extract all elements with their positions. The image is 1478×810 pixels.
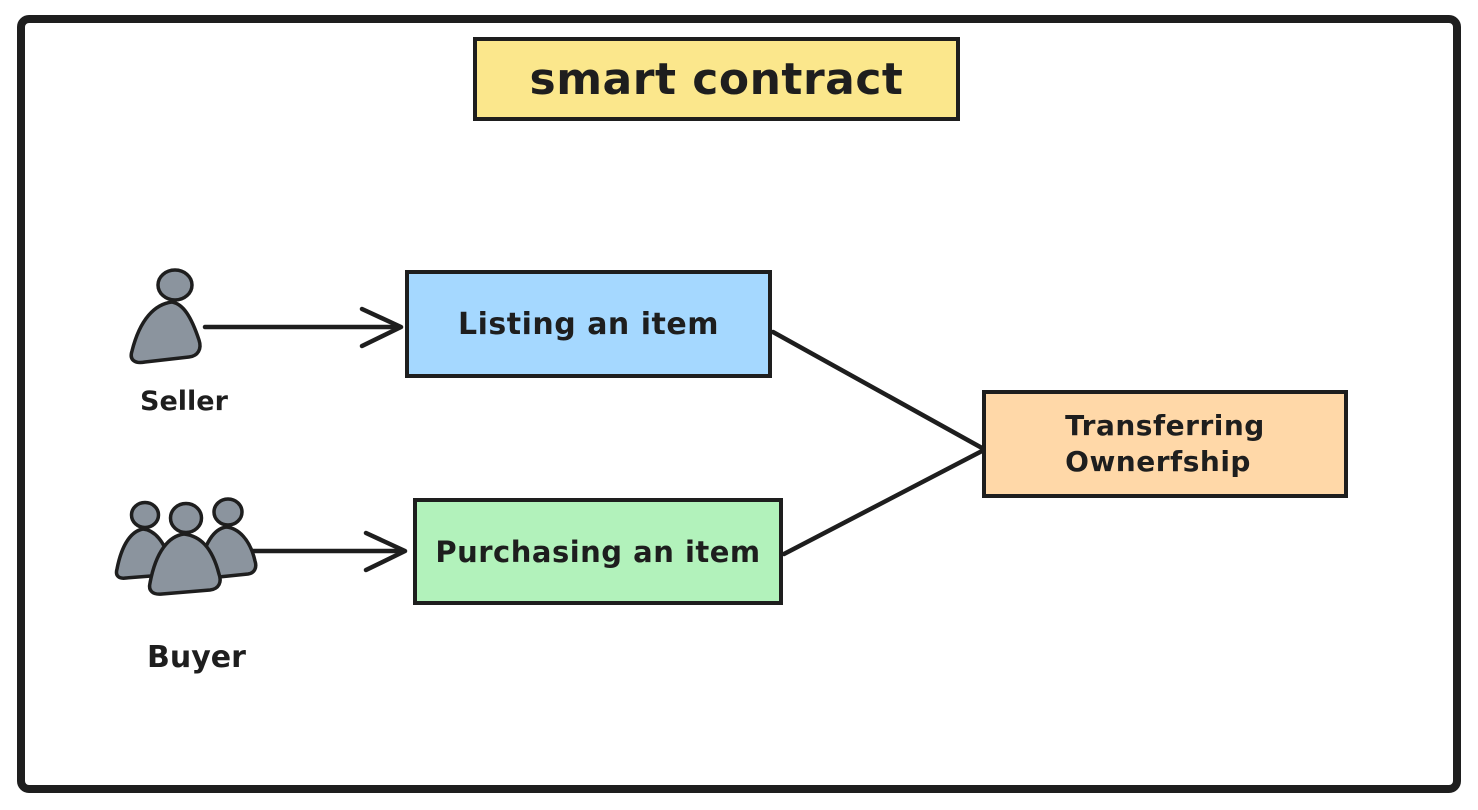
node-label-line-2: Ownerfship: [1065, 445, 1251, 478]
node-label: Purchasing an item: [435, 534, 761, 569]
node-listing-an-item: Listing an item: [405, 270, 772, 378]
person-icon: [129, 268, 202, 365]
people-group-icon: [114, 497, 258, 596]
node-label: Listing an item: [458, 306, 719, 342]
title-box: smart contract: [473, 37, 960, 121]
actor-label-buyer: Buyer: [147, 640, 246, 675]
node-label: Transferring Ownerfship: [1065, 408, 1265, 481]
actor-seller: [125, 268, 210, 370]
actor-label-seller: Seller: [140, 386, 228, 417]
node-transferring-ownership: Transferring Ownerfship: [982, 390, 1348, 498]
diagram-title: smart contract: [529, 53, 904, 105]
outer-frame: [17, 15, 1461, 793]
node-label-line-1: Transferring: [1065, 408, 1265, 442]
node-purchasing-an-item: Purchasing an item: [413, 498, 783, 605]
actor-buyer: [112, 490, 264, 604]
